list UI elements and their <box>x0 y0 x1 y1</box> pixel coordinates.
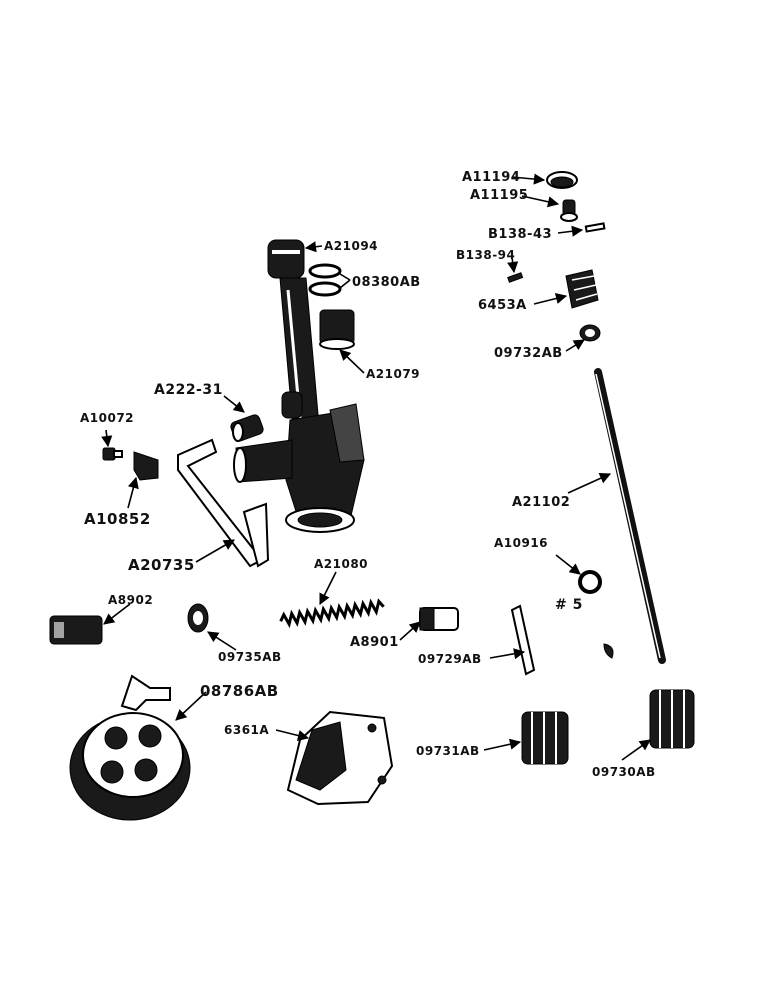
label-a21080: A21080 <box>314 557 368 571</box>
part-a11194-cap <box>546 171 578 189</box>
label-08786ab: 08786AB <box>200 682 279 700</box>
part-09730ab-gear <box>649 689 695 749</box>
label-a8901: A8901 <box>350 635 399 650</box>
part-a20735-tube-end <box>242 502 270 568</box>
label-08380ab: 08380AB <box>352 275 421 290</box>
part-a21080-spring <box>279 598 385 629</box>
part-labels: A11194 A11195 B138-43 B138-94 6453A 0973… <box>80 170 656 779</box>
label-a222-31: A222-31 <box>154 382 223 398</box>
part-09729ab-pin <box>510 604 536 676</box>
part-number-5-key <box>603 643 614 659</box>
label-a21079: A21079 <box>366 367 420 381</box>
part-a8901-fitting <box>419 607 459 631</box>
label-a20735: A20735 <box>128 556 195 574</box>
part-a8902-plug <box>49 615 103 645</box>
part-a222-31-fitting <box>230 414 264 442</box>
part-6361a-cover <box>286 710 394 806</box>
label-09735ab: 09735AB <box>218 650 282 664</box>
label-number-5: # 5 <box>555 597 583 613</box>
part-08786ab-screen <box>69 674 191 821</box>
part-a10072-screw <box>102 447 123 461</box>
part-6453a-gear <box>565 269 599 309</box>
part-a21102-shaft <box>594 368 666 664</box>
part-a11195-pin <box>560 199 578 222</box>
label-b138-43: B138-43 <box>488 227 552 242</box>
part-a10916-washer <box>578 570 602 594</box>
part-09732ab-washer <box>579 324 601 342</box>
label-a10852: A10852 <box>84 510 151 528</box>
label-a11194: A11194 <box>462 170 520 185</box>
part-pump-housing <box>233 239 365 533</box>
label-a10072: A10072 <box>80 411 134 425</box>
part-b138-43-rod <box>584 222 606 233</box>
part-08380ab-orings <box>308 263 342 297</box>
part-a20735-tube <box>177 438 264 568</box>
label-a8902: A8902 <box>108 593 153 607</box>
part-09731ab-gear <box>521 711 569 765</box>
label-09731ab: 09731AB <box>416 744 480 758</box>
part-b138-94-key <box>507 272 524 283</box>
part-a21079-bushing <box>319 309 355 350</box>
label-6453a: 6453A <box>478 298 527 313</box>
part-09735ab-nut <box>187 603 209 633</box>
label-6361a: 6361A <box>224 723 269 737</box>
label-a21102: A21102 <box>512 495 570 510</box>
label-a21094: A21094 <box>324 239 378 253</box>
part-a10852-clip <box>133 451 159 481</box>
label-09732ab: 09732AB <box>494 346 563 361</box>
leader-lines <box>101 173 651 761</box>
label-a11195: A11195 <box>470 188 528 203</box>
label-09730ab: 09730AB <box>592 765 656 779</box>
label-b138-94: B138-94 <box>456 248 515 262</box>
shaft-highlight <box>595 373 661 659</box>
label-a10916: A10916 <box>494 536 548 550</box>
label-09729ab: 09729AB <box>418 652 482 666</box>
